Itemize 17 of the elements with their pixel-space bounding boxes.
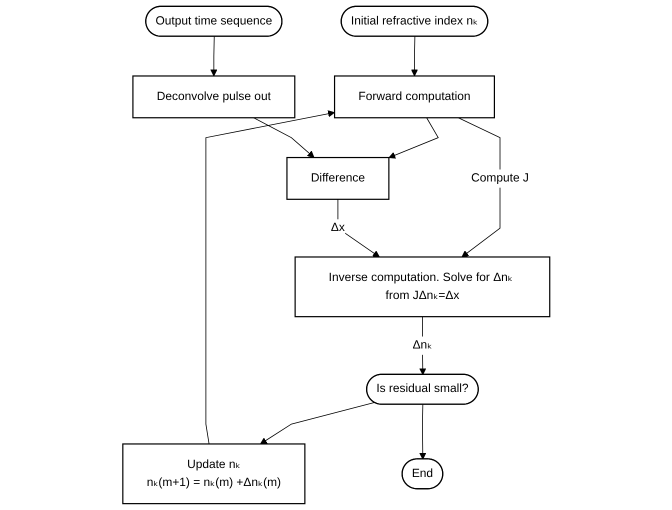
arrow	[210, 36, 218, 76]
node-box: Inverse computation. Solve for Δnₖ from JΔnₖ=Δx	[294, 256, 550, 318]
node-box: Update nₖ nₖ(m+1) = nₖ(m) +Δnₖ(m)	[122, 443, 306, 504]
node-box: Deconvolve pulse out	[132, 75, 296, 118]
edge-label: Compute J	[470, 171, 529, 185]
edge-label: Δx	[330, 220, 345, 234]
arrow	[458, 117, 500, 258]
arrow	[252, 117, 314, 158]
node-box: Forward computation	[334, 75, 495, 118]
edge-label: Δnₖ	[412, 338, 432, 352]
arrow	[205, 110, 335, 444]
node-box: Difference	[286, 156, 390, 200]
arrow	[260, 402, 375, 444]
arrow	[337, 198, 380, 258]
arrow	[388, 117, 439, 159]
arrow	[410, 36, 418, 76]
arrow	[418, 404, 426, 460]
